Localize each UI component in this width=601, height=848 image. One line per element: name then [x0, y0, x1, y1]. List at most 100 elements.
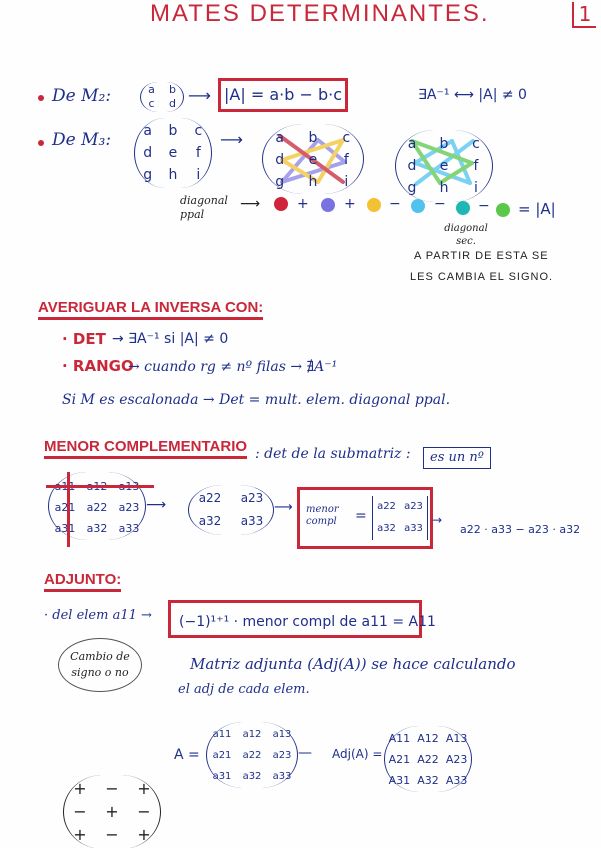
matrix-cell: −	[73, 802, 87, 821]
matrix-cell: a33	[404, 523, 423, 534]
matrix-cell: g	[407, 180, 417, 196]
det-label: · DET	[62, 330, 106, 348]
matrix-cell: a33	[272, 771, 292, 782]
matrix-cell: d	[275, 152, 285, 168]
m2-label: De M₂:	[52, 86, 112, 106]
menor-definition: : det de la submatriz :	[255, 446, 411, 462]
bullet	[38, 140, 44, 146]
rango-text: → cuando rg ≠ nº filas → ∄A⁻¹	[128, 359, 338, 375]
matrix-cell: a22	[198, 491, 222, 505]
matrix-cell: f	[195, 145, 201, 161]
matrix-cell: A33	[445, 774, 468, 787]
matrix-cell: −	[105, 779, 119, 798]
menor-boxed-note: es un nº	[423, 447, 491, 469]
m3-label: De M₃:	[52, 130, 112, 150]
matrix-cell: b	[169, 83, 176, 96]
matrix-cell: a	[143, 123, 152, 139]
bullet	[38, 95, 44, 101]
matrix-cell: A32	[417, 774, 439, 787]
sign: +	[344, 196, 356, 212]
matrix-cell: i	[474, 180, 478, 196]
matrix-cell: A13	[445, 732, 468, 745]
color-dot-green	[496, 203, 510, 217]
adj-matrix: A11 A12 A13 A21 A22 A23 A31 A32 A33	[384, 726, 472, 792]
sign-matrix: +−+ −+− +−+	[63, 775, 161, 848]
arrow-icon: ⟶	[240, 196, 261, 212]
sign: −	[434, 196, 446, 212]
matrix-cell: c	[148, 97, 155, 110]
color-dot-red	[274, 197, 288, 211]
matrix-cell: a32	[198, 514, 222, 528]
matrix-cell: a22	[377, 501, 396, 512]
matrix-cell: A12	[417, 732, 439, 745]
note-line-2: LES CAMBIA EL SIGNO.	[410, 271, 554, 283]
matrix-cell: f	[343, 152, 349, 168]
inverse-condition: ∃A⁻¹ ⟷ |A| ≠ 0	[418, 87, 527, 103]
matrix-cell: a21	[212, 750, 232, 761]
matrix-cell: h	[439, 180, 449, 196]
arrow-icon: ⟶	[274, 500, 293, 515]
matrix-cell: A31	[388, 774, 411, 787]
determinant-result: = |A|	[518, 200, 556, 218]
equals-sign: =	[355, 508, 367, 524]
matrix-cell: A22	[417, 753, 439, 766]
matrix-cell: a22	[242, 750, 262, 761]
matrix-cell: a32	[86, 522, 108, 535]
matrix-cell: b	[168, 123, 178, 139]
section-heading-inversa: AVERIGUAR LA INVERSA CON:	[38, 299, 264, 320]
matrix-cell: i	[196, 167, 201, 183]
matrix-cell: +	[137, 779, 151, 798]
matrix-cell: a33	[118, 522, 140, 535]
del-elem-text: · del elem a11 →	[44, 608, 152, 623]
crossed-column-line	[67, 472, 70, 547]
matrix-cell: −	[105, 825, 119, 844]
matrix-cell: A21	[388, 753, 411, 766]
matrix-cell: c	[342, 130, 351, 146]
matrix-cell: a13	[272, 729, 292, 740]
matrix-cell: a33	[240, 514, 264, 528]
section-heading-adjunto: ADJUNTO:	[44, 571, 122, 592]
matrix-cell: a22	[86, 501, 108, 514]
matrix-cell: A11	[388, 732, 411, 745]
matrix-cell: d	[169, 97, 176, 110]
menor-label-1: menor	[306, 504, 339, 515]
matrix-cell: d	[407, 158, 417, 174]
color-dot-yellow	[367, 198, 381, 212]
matrix-cell: +	[73, 825, 87, 844]
color-dot-lightblue	[411, 199, 425, 213]
matrix-cell: e	[308, 152, 318, 168]
sign-change-bubble: Cambio de signo o no	[58, 638, 142, 692]
matrix-cell: −	[137, 802, 151, 821]
matrix-cell: a31	[54, 522, 76, 535]
a-label: A =	[174, 747, 200, 763]
crossed-row-line	[46, 485, 154, 488]
adj-label: Adj(A) =	[332, 747, 383, 761]
matrix-cell: +	[73, 779, 87, 798]
m2-formula-box: |A| = a·b − b·c	[218, 78, 348, 112]
matrix-cell: b	[308, 130, 318, 146]
matrix-cell: a31	[212, 771, 232, 782]
note-line-1: A PARTIR DE ESTA SE	[414, 250, 549, 262]
matrix-cell: a11	[212, 729, 232, 740]
rango-label: · RANGO	[62, 357, 134, 375]
arrow-icon: ⟶	[220, 130, 243, 149]
det-text: → ∃A⁻¹ si |A| ≠ 0	[112, 331, 229, 347]
arrow-icon: ⟶	[146, 497, 167, 513]
menor-label-2: compl	[306, 516, 337, 527]
sign: −	[478, 198, 490, 214]
matrix-cell: a	[148, 83, 155, 96]
matrix-cell: a23	[118, 501, 140, 514]
matrix-cell: h	[308, 174, 318, 190]
matrix-cell: a23	[272, 750, 292, 761]
matrix-cell: A23	[445, 753, 468, 766]
matrix-cell: a21	[54, 501, 76, 514]
matrix-cell: c	[472, 136, 480, 152]
